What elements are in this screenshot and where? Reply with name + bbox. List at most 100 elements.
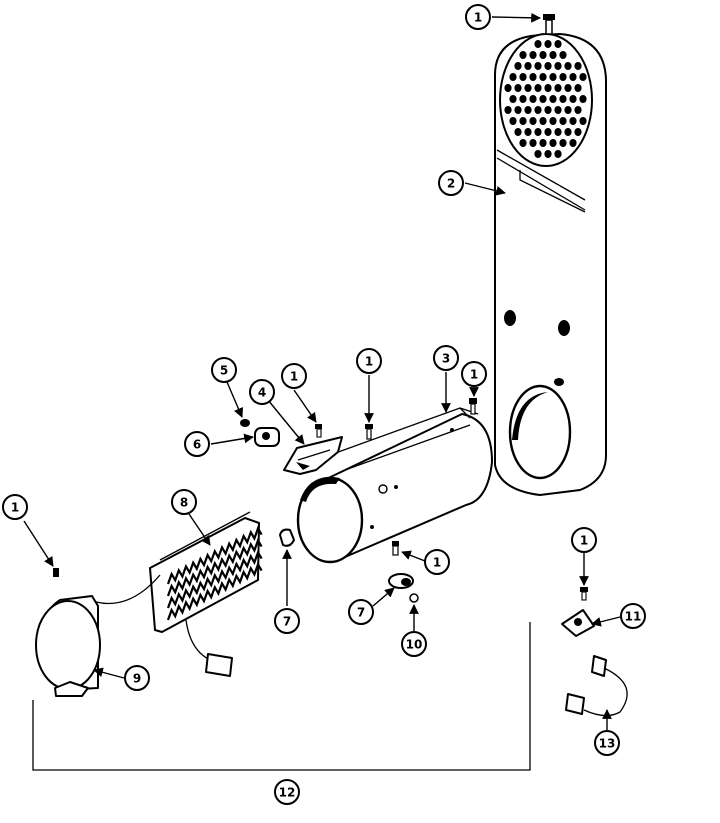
grille-hole: [559, 139, 567, 147]
cover-plate: [35, 574, 161, 697]
svg-text:8: 8: [180, 496, 188, 510]
grille-hole: [534, 40, 542, 48]
grille-hole: [554, 106, 562, 114]
grille-hole: [519, 73, 527, 81]
svg-text:6: 6: [193, 438, 201, 452]
callout-1-drum-top: 1: [356, 348, 382, 374]
grille-hole: [569, 73, 577, 81]
grille-hole: [524, 106, 532, 114]
grille-hole: [574, 62, 582, 70]
grille-hole: [579, 95, 587, 103]
grille-hole: [549, 51, 557, 59]
grille-hole: [519, 51, 527, 59]
grille-hole: [549, 139, 557, 147]
svg-text:7: 7: [357, 606, 365, 620]
svg-text:1: 1: [290, 370, 298, 384]
callout-12: 12: [274, 779, 300, 805]
sensor-right: [388, 573, 414, 589]
callout-1-drum-right: 1: [461, 361, 487, 387]
grille-hole: [579, 73, 587, 81]
grille-hole: [514, 128, 522, 136]
grille-hole: [534, 62, 542, 70]
screw-top: [543, 14, 555, 35]
callout-2: 2: [438, 170, 464, 196]
grille-hole: [554, 62, 562, 70]
grille-hole: [554, 150, 562, 158]
grille-hole: [514, 106, 522, 114]
grille-hole: [524, 62, 532, 70]
wire-harness: [565, 655, 628, 717]
grille-hole: [539, 51, 547, 59]
grille-hole: [504, 84, 512, 92]
grille-hole: [574, 84, 582, 92]
thermostat-bracket: [283, 436, 343, 475]
svg-text:1: 1: [474, 11, 482, 25]
grille-hole: [564, 62, 572, 70]
callout-7-left: 7: [274, 608, 300, 634]
grille-hole: [559, 95, 567, 103]
grille-hole: [529, 139, 537, 147]
screw-drum-right: [469, 398, 477, 415]
grille-hole: [519, 139, 527, 147]
grille-hole: [544, 128, 552, 136]
grille-hole: [534, 106, 542, 114]
grille-hole: [509, 73, 517, 81]
grille-hole: [564, 106, 572, 114]
grille-hole: [554, 40, 562, 48]
callout-7-right: 7: [348, 599, 374, 625]
grille-hole: [579, 117, 587, 125]
svg-text:1: 1: [470, 368, 478, 382]
svg-text:2: 2: [447, 177, 455, 191]
callout-1-left: 1: [2, 494, 28, 520]
callout-1-top: 1: [465, 4, 491, 30]
grille-hole: [519, 117, 527, 125]
grille-hole: [569, 95, 577, 103]
grille-hole: [539, 73, 547, 81]
leader-lines: [23, 12, 621, 730]
svg-text:10: 10: [406, 638, 423, 652]
svg-text:5: 5: [220, 364, 228, 378]
grille-hole: [569, 139, 577, 147]
svg-text:1: 1: [580, 534, 588, 548]
screw-left: [53, 568, 59, 577]
heater-coils: [166, 525, 263, 621]
grille-hole: [554, 84, 562, 92]
callout-6: 6: [184, 431, 210, 457]
grille-hole: [539, 139, 547, 147]
grille-hole: [504, 106, 512, 114]
duct-housing: [494, 33, 607, 496]
grille-hole: [509, 95, 517, 103]
grille-hole: [524, 84, 532, 92]
callout-1-bracket: 1: [281, 363, 307, 389]
heater-coil: [166, 537, 263, 597]
heating-element: [149, 511, 263, 677]
screw-drum-bottom: [392, 541, 399, 556]
grille-hole: [574, 128, 582, 136]
svg-text:11: 11: [625, 610, 642, 624]
kit-bracket-line: [32, 622, 531, 771]
grille-hole: [529, 95, 537, 103]
svg-text:4: 4: [258, 386, 266, 400]
grille-hole: [544, 62, 552, 70]
svg-text:7: 7: [283, 615, 291, 629]
heater-coil: [166, 549, 263, 609]
screw-drum-top: [365, 424, 373, 440]
callout-1-drum-bottom: 1: [424, 549, 450, 575]
grille-hole: [559, 117, 567, 125]
high-limit-thermostat: [254, 427, 280, 447]
screw-bracket: [315, 424, 322, 438]
grille-hole: [569, 117, 577, 125]
grille-hole: [559, 51, 567, 59]
svg-text:1: 1: [11, 501, 19, 515]
heater-coil: [166, 525, 263, 585]
grille-hole: [564, 84, 572, 92]
grille-hole: [549, 117, 557, 125]
grille-hole: [509, 117, 517, 125]
callout-3: 3: [433, 345, 459, 371]
grille-hole: [554, 128, 562, 136]
nut: [240, 419, 250, 427]
grille-hole: [574, 106, 582, 114]
grille-hole: [549, 95, 557, 103]
grille-holes: [504, 40, 587, 158]
